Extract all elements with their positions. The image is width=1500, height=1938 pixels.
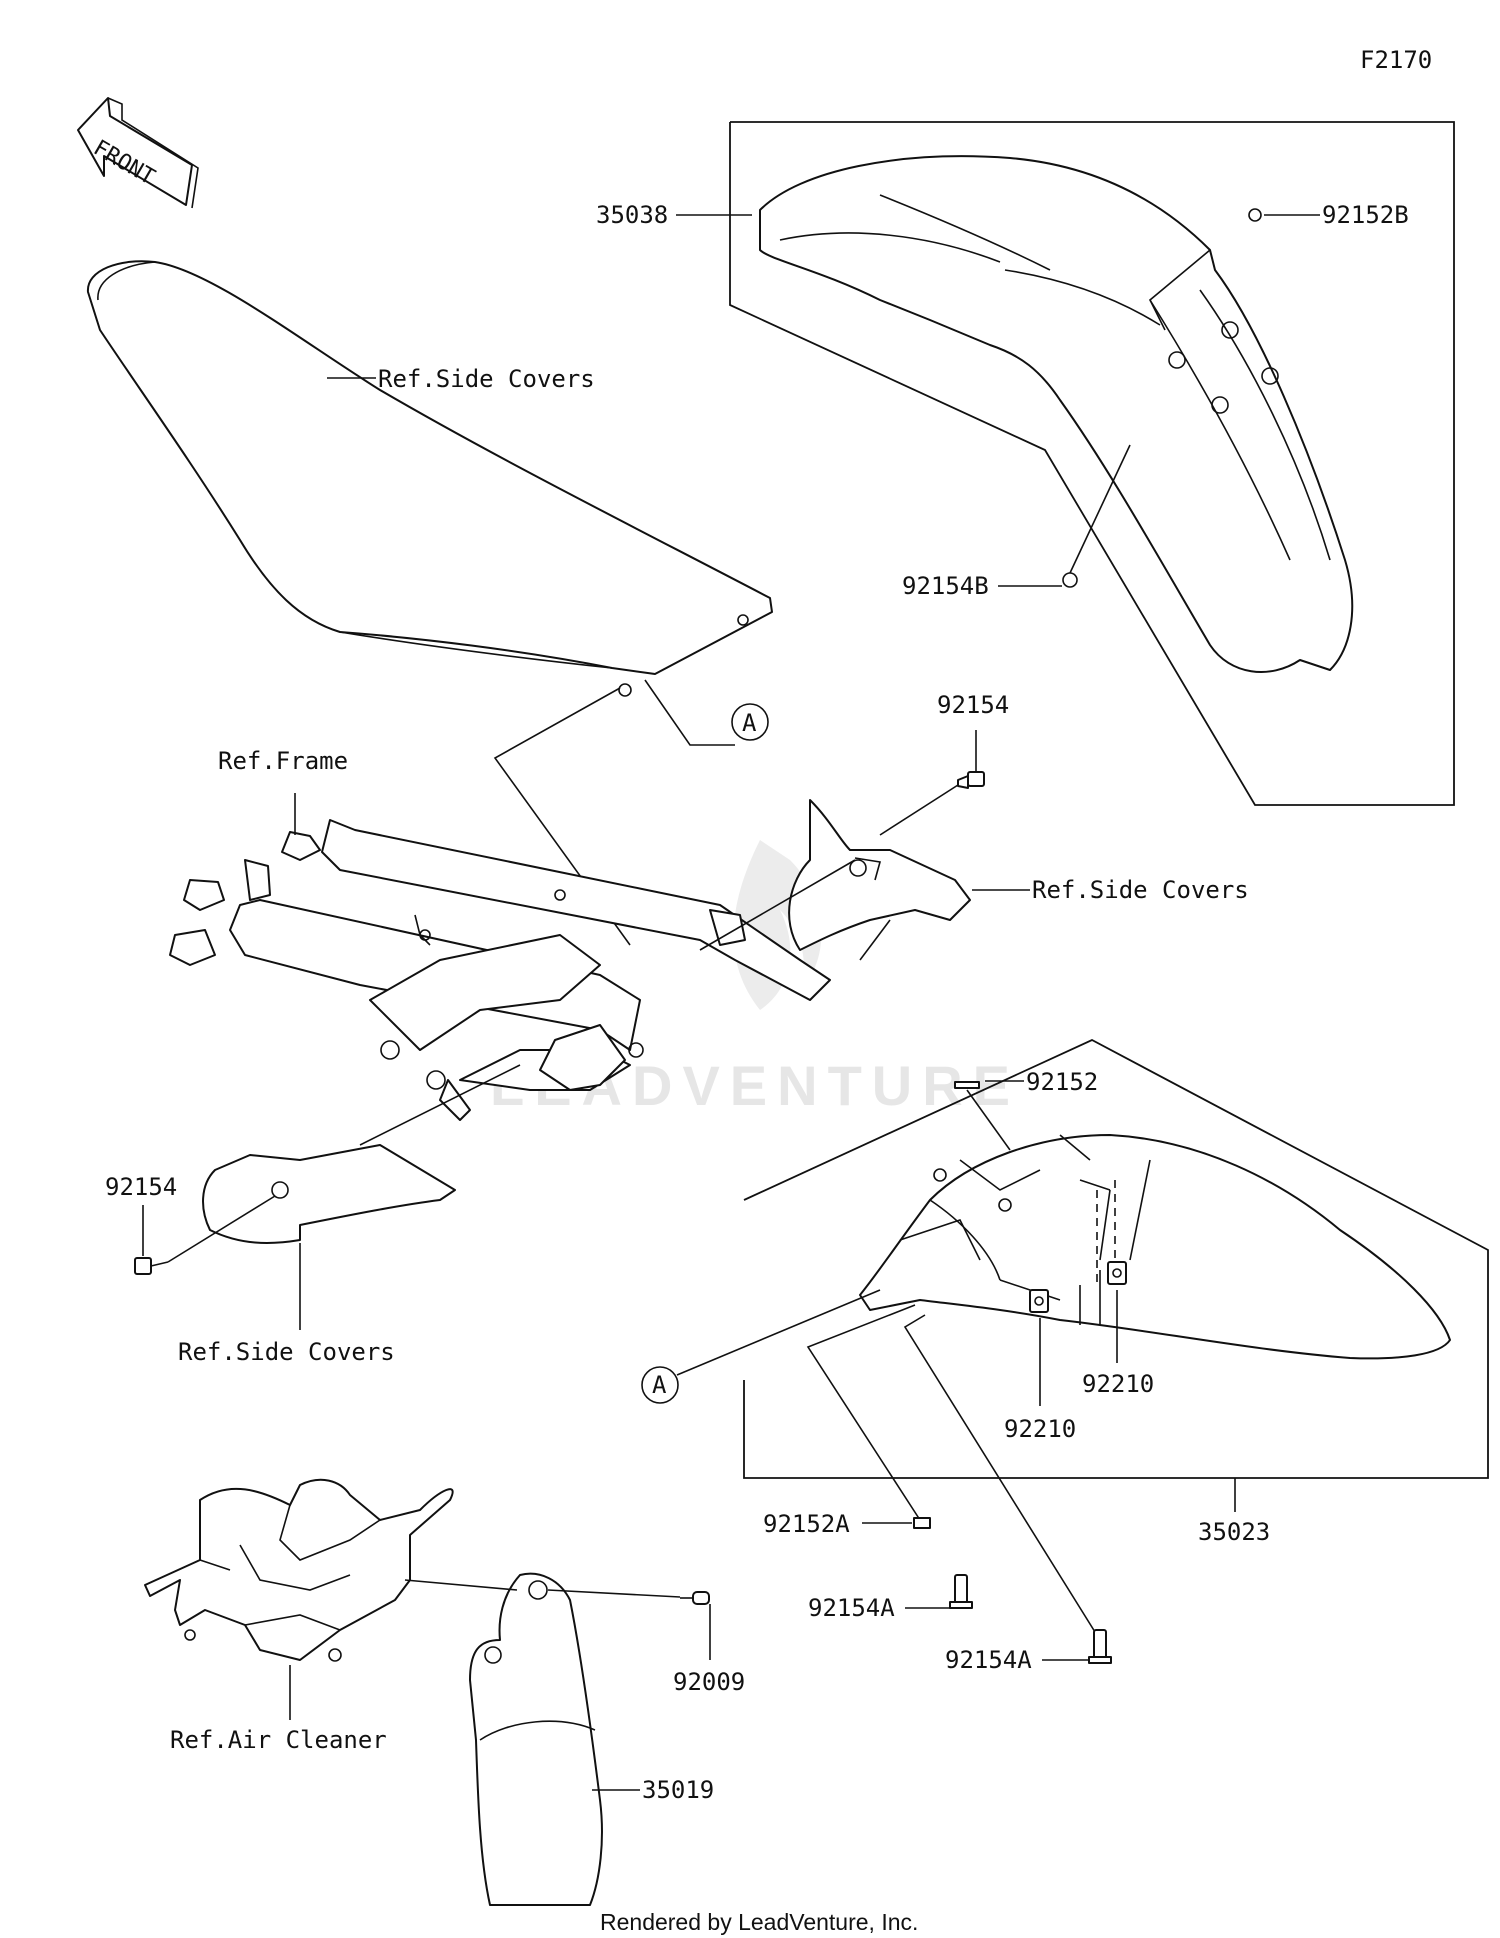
rear-bolt-a1-icon [949,1574,973,1609]
figure-code: F2170 [1360,46,1432,74]
ref-point-a-lower: A [652,1371,667,1399]
side-cover-left [202,1144,456,1244]
rear-collar-a-icon [913,1517,931,1529]
callout-92154a-2: 92154A [945,1646,1032,1674]
bolt-left-icon [134,1257,169,1275]
callout-side-covers-right: Ref.Side Covers [1032,876,1249,904]
frame [169,819,831,1121]
front-fender [759,155,1354,673]
side-cover-right [788,799,971,961]
callout-92154-upper: 92154 [937,691,1009,719]
front-fender-box [729,121,1455,806]
bolt-upper-icon [957,771,985,789]
front-arrow-icon: FRONT [77,97,199,209]
air-cleaner-housing [144,1478,454,1662]
callout-92009: 92009 [673,1668,745,1696]
callout-92210-b: 92210 [1082,1370,1154,1398]
callout-side-covers-lower: Ref.Side Covers [178,1338,395,1366]
rear-fender [859,1134,1451,1360]
ref-point-a-upper: A [742,709,757,737]
rear-bolt-a2-icon [1088,1629,1112,1664]
callout-92152a: 92152A [763,1510,850,1538]
seat [86,260,773,697]
callout-seat-side-covers: Ref.Side Covers [378,365,595,393]
callout-ref-frame: Ref.Frame [218,747,348,775]
ref-point-a-lower-icon [641,1366,679,1404]
callout-92152b: 92152B [1322,201,1409,229]
callout-35019: 35019 [642,1776,714,1804]
callout-92154b: 92154B [902,572,989,600]
callout-92152: 92152 [1026,1068,1098,1096]
ref-point-a-upper-icon [731,703,769,741]
callout-92154a-1: 92154A [808,1594,895,1622]
nut-a-icon [1029,1289,1049,1313]
rear-fender-box [743,1038,1489,1479]
screw-92009-icon [680,1591,710,1605]
callout-92210-a: 92210 [1004,1415,1076,1443]
nut-b-icon [1107,1261,1127,1285]
rear-fender-collar-icon [954,1081,980,1089]
callout-92154-left: 92154 [105,1173,177,1201]
callout-ref-air-cleaner: Ref.Air Cleaner [170,1726,387,1754]
callout-35038: 35038 [596,201,668,229]
footer-credit: Rendered by LeadVenture, Inc. [600,1909,918,1935]
callout-35023: 35023 [1198,1518,1270,1546]
front-fender-bolt-icon [1062,572,1078,588]
mud-guard [469,1572,603,1906]
